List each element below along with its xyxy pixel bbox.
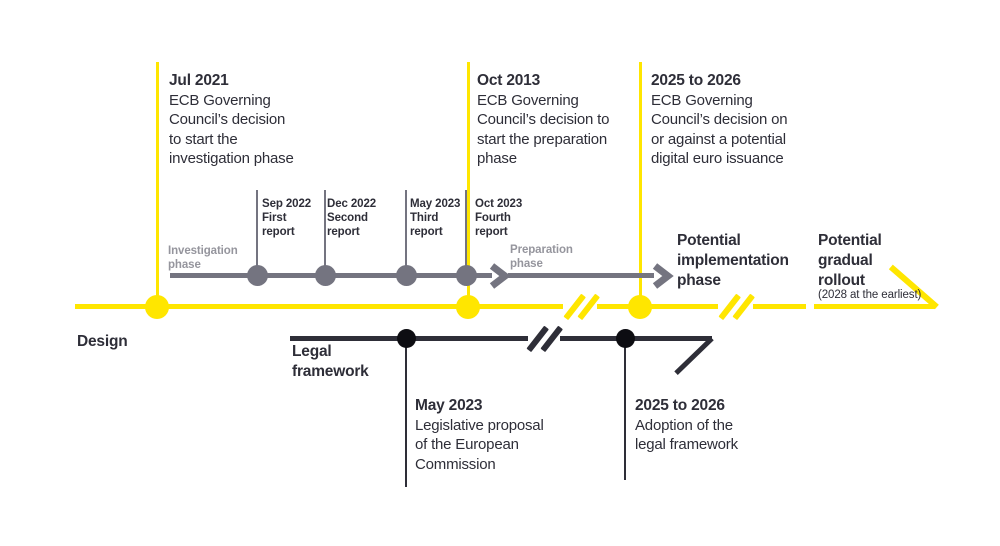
design-timeline-end-segment	[814, 304, 935, 309]
milestone-dot	[395, 265, 417, 286]
rollout-label: Potential gradual rollout	[818, 232, 882, 289]
rollout-note: (2028 at the earliest)	[818, 289, 922, 301]
decision-date: 2025 to 2026	[651, 72, 741, 89]
decision-dot	[628, 294, 652, 319]
decision-line-oct	[466, 62, 470, 308]
milestone-dot	[396, 329, 416, 348]
legal-milestone-2025: 2025 to 2026 Adoption of the legal frame…	[635, 396, 738, 455]
decision-block-oct: Oct 2013 ECB Governing Council’s decisio…	[477, 71, 609, 169]
legal-arrow-barb	[674, 336, 714, 376]
implementation-phase-label: Potential implementation phase	[677, 232, 789, 289]
report-line-1	[256, 190, 258, 275]
design-track-label: Design	[77, 333, 128, 350]
milestone-dot	[615, 329, 635, 348]
arrowhead-icon	[489, 263, 511, 289]
report-line-2	[324, 190, 326, 275]
report-label-3: May 2023 Third report	[410, 198, 461, 238]
decision-desc: ECB Governing Council’s decision on or a…	[651, 91, 788, 168]
decision-date: Oct 2013	[477, 72, 541, 89]
milestone-dropline-may2023	[405, 340, 407, 487]
decision-desc: ECB Governing Council’s decision to star…	[169, 91, 294, 168]
milestone-desc: Adoption of the legal framework	[635, 416, 738, 454]
timeline-gap	[563, 302, 597, 311]
milestone-dropline-2025	[624, 340, 626, 480]
decision-block-2025: 2025 to 2026 ECB Governing Council’s dec…	[651, 71, 788, 169]
arrowhead-icon	[652, 263, 674, 289]
milestone-dot	[314, 265, 336, 286]
decision-date: Jul 2021	[169, 72, 229, 89]
report-line-3	[405, 190, 407, 275]
report-label-2: Dec 2022 Second report	[327, 198, 377, 238]
milestone-date: May 2023	[415, 397, 483, 414]
preparation-arrow-line	[508, 273, 654, 278]
decision-line-2025	[638, 62, 642, 308]
decision-block-jul2021: Jul 2021 ECB Governing Council’s decisio…	[169, 71, 294, 169]
decision-dot	[456, 294, 480, 319]
preparation-phase-label: Preparation phase	[510, 244, 573, 270]
milestone-date: 2025 to 2026	[635, 397, 725, 414]
decision-desc: ECB Governing Council’s decision to star…	[477, 91, 610, 168]
legal-timeline	[290, 336, 712, 341]
decision-dot	[145, 294, 169, 319]
report-label-4: Oct 2023 Fourth report	[475, 198, 523, 238]
report-label-1: Sep 2022 First report	[262, 198, 312, 238]
legal-milestone-may2023: May 2023 Legislative proposal of the Eur…	[415, 396, 544, 474]
timeline-gap	[528, 334, 560, 343]
design-timeline	[75, 304, 806, 309]
milestone-dot	[246, 265, 268, 286]
investigation-phase-label: Investigation phase	[168, 245, 238, 271]
timeline-gap	[718, 302, 753, 311]
milestone-dot	[455, 265, 477, 286]
legal-track-label: Legal framework	[292, 343, 369, 380]
decision-line-jul2021	[155, 62, 159, 308]
milestone-desc: Legislative proposal of the European Com…	[415, 416, 544, 473]
report-line-4	[465, 190, 467, 275]
